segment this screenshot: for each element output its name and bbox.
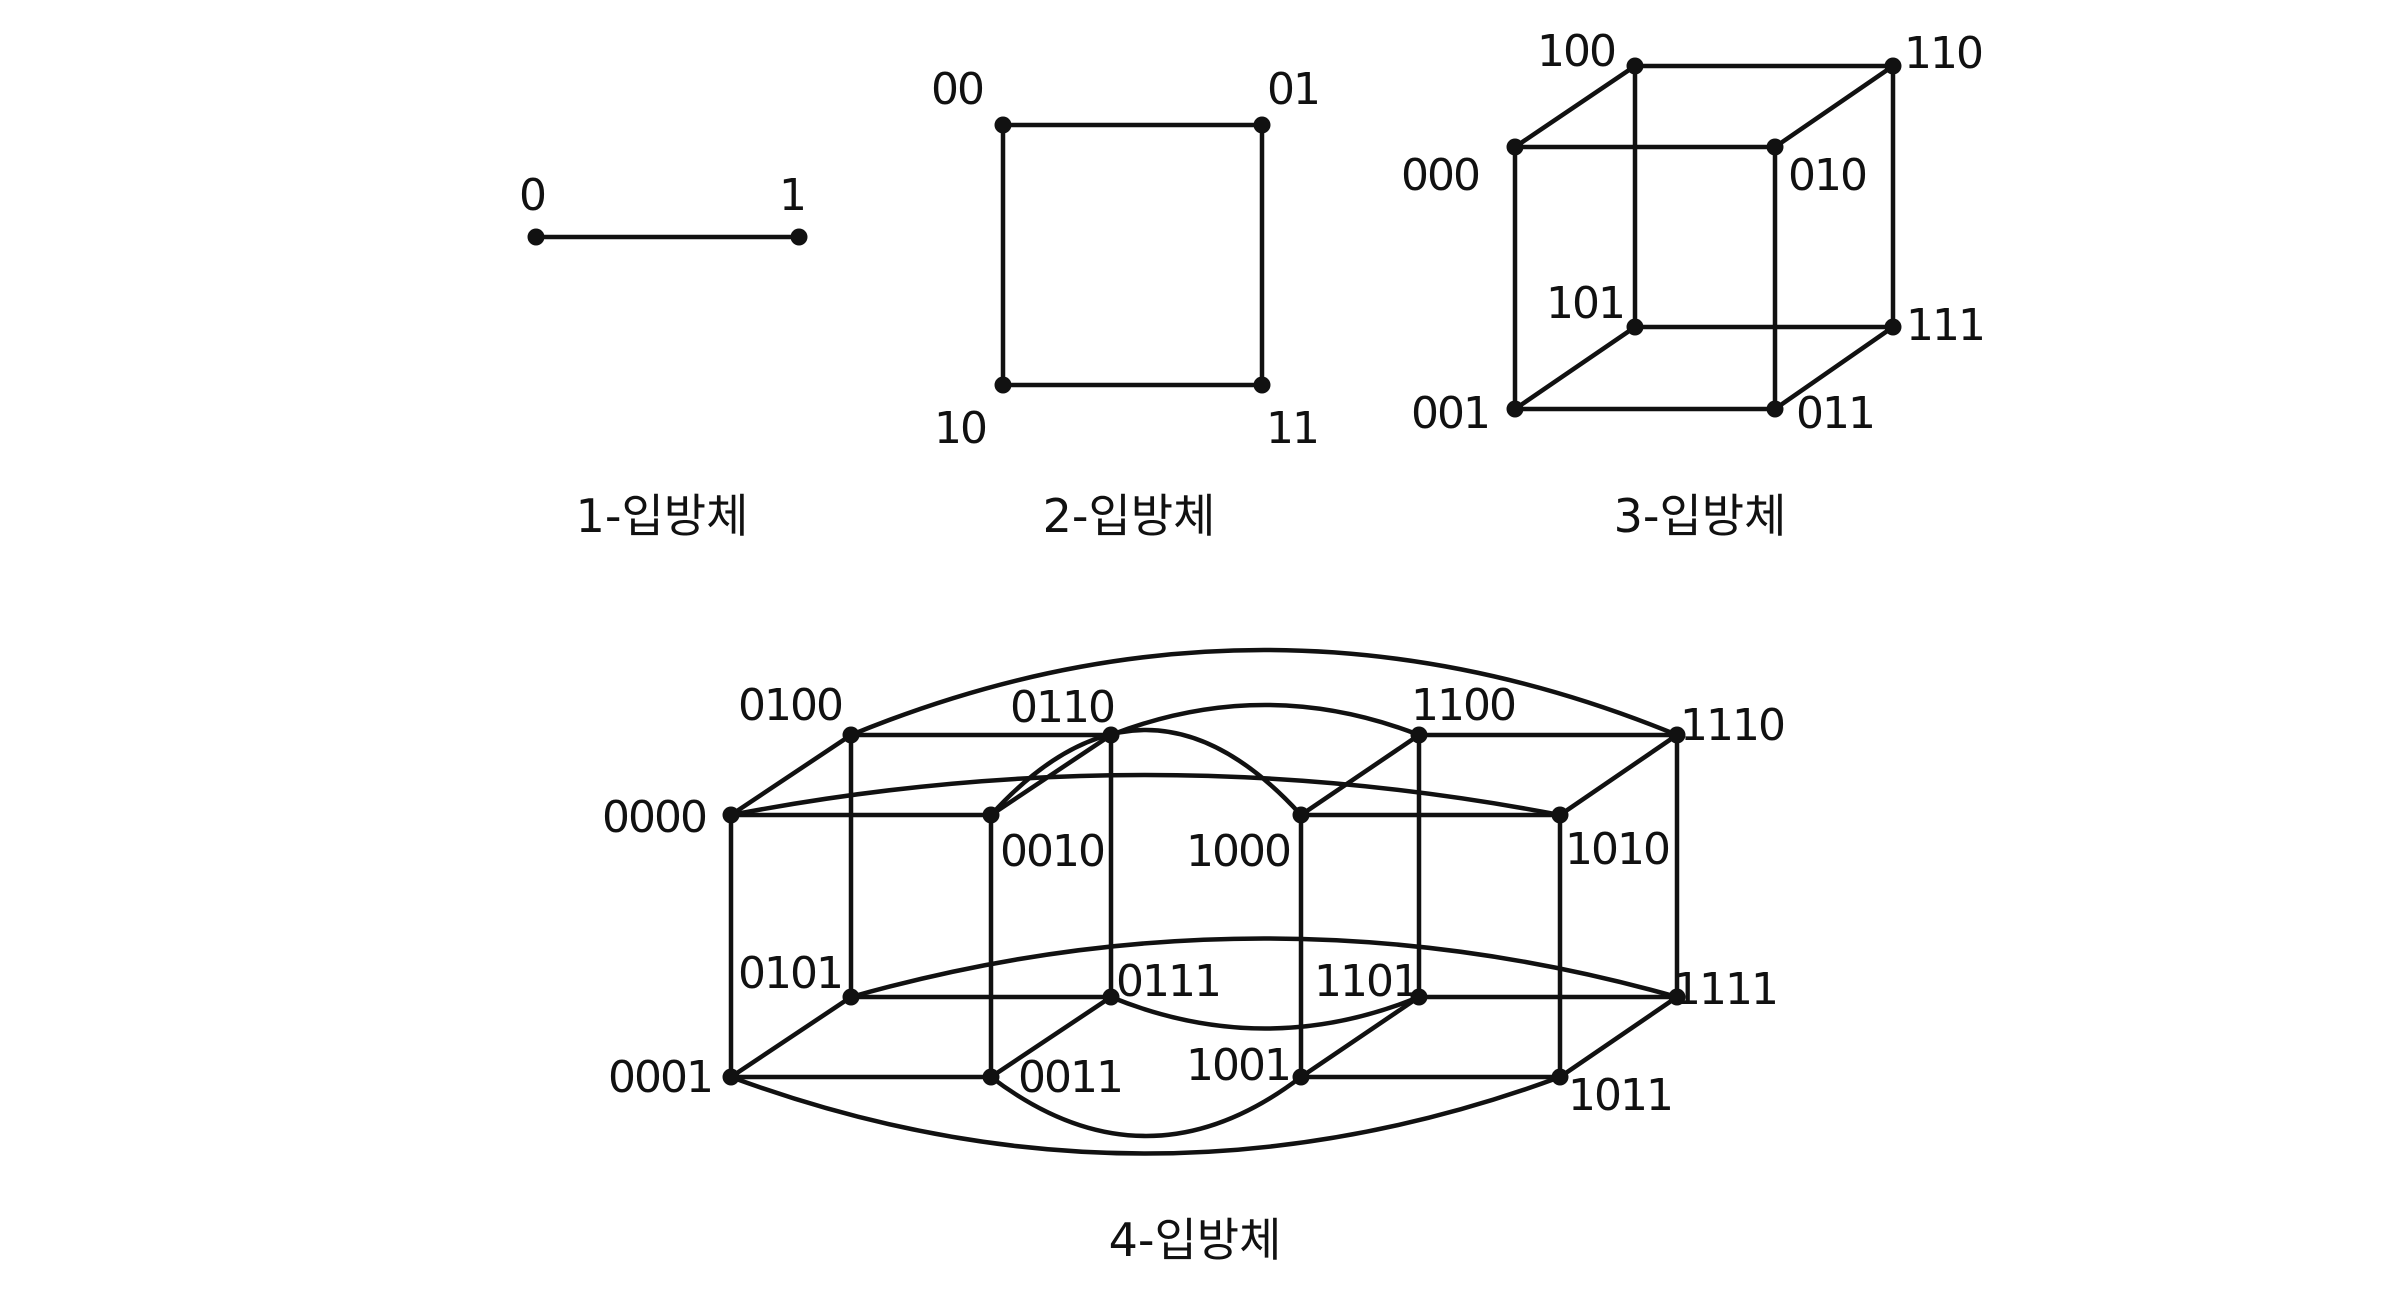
q3-vertex-010 (1766, 138, 1784, 156)
q4-vertex-label-0010: 0010 (1000, 826, 1104, 877)
q2-vertex-label-00: 00 (931, 64, 983, 115)
q4-vertex-0110 (1102, 726, 1120, 744)
q4-vertex-1111 (1668, 988, 1686, 1006)
q2-vertex-00 (994, 116, 1012, 134)
q2-vertex-01 (1253, 116, 1271, 134)
q4-vertex-label-0100: 0100 (738, 680, 842, 731)
q4-vertex-0010 (982, 806, 1000, 824)
q4-vertex-1011 (1551, 1068, 1569, 1086)
q4-vertex-1010 (1551, 806, 1569, 824)
q4-vertex-label-1000: 1000 (1186, 826, 1290, 877)
q4-vertex-label-1100: 1100 (1411, 680, 1515, 731)
q4-edge-0011-1001 (988, 1074, 1304, 1139)
q4-vertex-label-0111: 0111 (1116, 956, 1220, 1007)
q4-edge-0111-1101 (1108, 994, 1422, 1031)
q2-vertex-label-10: 10 (934, 403, 986, 454)
q4-vertex-label-0011: 0011 (1018, 1052, 1122, 1103)
q2-vertex-label-01: 01 (1267, 64, 1319, 115)
q4-vertex-1100 (1410, 726, 1428, 744)
q4-vertex-label-1010: 1010 (1565, 824, 1669, 875)
q1-vertex-label-1: 1 (779, 170, 805, 221)
q3-edge-000-100 (1512, 63, 1638, 150)
q4-vertex-label-0110: 0110 (1010, 682, 1114, 733)
q2-vertex-10 (994, 376, 1012, 394)
q4-edge-0001-1011 (728, 1074, 1563, 1156)
q3-vertex-000 (1506, 138, 1524, 156)
q4-edge-1000-1100 (1298, 732, 1422, 818)
q1-vertex-1 (790, 228, 808, 246)
q3-vertex-label-110: 110 (1904, 28, 1982, 79)
q4-edge-0011-0111 (988, 994, 1114, 1080)
vertices-layer (527, 57, 1902, 1086)
q3-edge-010-110 (1772, 63, 1896, 150)
q4-edge-0010-1000 (988, 727, 1304, 818)
q3-vertex-111 (1884, 318, 1902, 336)
caption-3-cube: 3-입방체 (1614, 489, 1787, 543)
q3-edge-011-111 (1772, 324, 1896, 412)
q4-edge-1001-1101 (1298, 994, 1422, 1080)
q4-edge-0000-1010 (728, 772, 1563, 818)
q4-vertex-label-0101: 0101 (738, 948, 842, 999)
q4-vertex-0111 (1102, 988, 1120, 1006)
q3-vertex-001 (1506, 400, 1524, 418)
q4-vertex-0101 (842, 988, 860, 1006)
edges-layer (533, 63, 1896, 1156)
q3-edge-001-101 (1512, 324, 1638, 412)
q2-vertex-11 (1253, 376, 1271, 394)
q3-vertex-label-101: 101 (1546, 278, 1624, 329)
q3-vertex-label-001: 001 (1411, 388, 1489, 439)
q4-vertex-label-1110: 1110 (1680, 700, 1784, 751)
q4-edge-0101-1111 (848, 936, 1680, 1000)
q4-vertex-label-0001: 0001 (608, 1052, 712, 1103)
q4-vertex-label-1001: 1001 (1186, 1040, 1290, 1091)
q4-vertex-0011 (982, 1068, 1000, 1086)
q4-edge-1010-1110 (1557, 732, 1680, 818)
q4-vertex-0001 (722, 1068, 740, 1086)
q3-vertex-label-111: 111 (1906, 300, 1984, 351)
q2-vertex-label-11: 11 (1266, 403, 1318, 454)
q4-vertex-label-1101: 1101 (1314, 956, 1418, 1007)
q4-edge-0001-0101 (728, 994, 854, 1080)
q4-edge-0000-0100 (728, 732, 854, 818)
q3-vertex-011 (1766, 400, 1784, 418)
q4-edge-1011-1111 (1557, 994, 1680, 1080)
caption-4-cube: 4-입방체 (1109, 1213, 1282, 1267)
q4-edge-0110-1100 (1108, 702, 1422, 738)
q4-vertex-label-0000: 0000 (602, 792, 706, 843)
q4-vertex-1001 (1292, 1068, 1310, 1086)
q3-vertex-101 (1626, 318, 1644, 336)
caption-1-cube: 1-입방체 (576, 489, 749, 543)
q3-vertex-label-010: 010 (1788, 150, 1866, 201)
q4-vertex-0000 (722, 806, 740, 824)
q1-vertex-label-0: 0 (519, 170, 545, 221)
q1-vertex-0 (527, 228, 545, 246)
q3-vertex-label-000: 000 (1401, 150, 1479, 201)
q4-vertex-1101 (1410, 988, 1428, 1006)
q4-vertex-1000 (1292, 806, 1310, 824)
q3-vertex-100 (1626, 57, 1644, 75)
q4-vertex-1110 (1668, 726, 1686, 744)
q3-vertex-label-011: 011 (1796, 388, 1874, 439)
q4-vertex-0100 (842, 726, 860, 744)
q3-vertex-label-100: 100 (1537, 26, 1615, 77)
q4-vertex-label-1011: 1011 (1568, 1070, 1672, 1121)
q3-vertex-110 (1884, 57, 1902, 75)
q4-edge-0100-1110 (848, 647, 1680, 738)
caption-2-cube: 2-입방체 (1043, 489, 1216, 543)
q4-vertex-label-1111: 1111 (1673, 964, 1777, 1015)
